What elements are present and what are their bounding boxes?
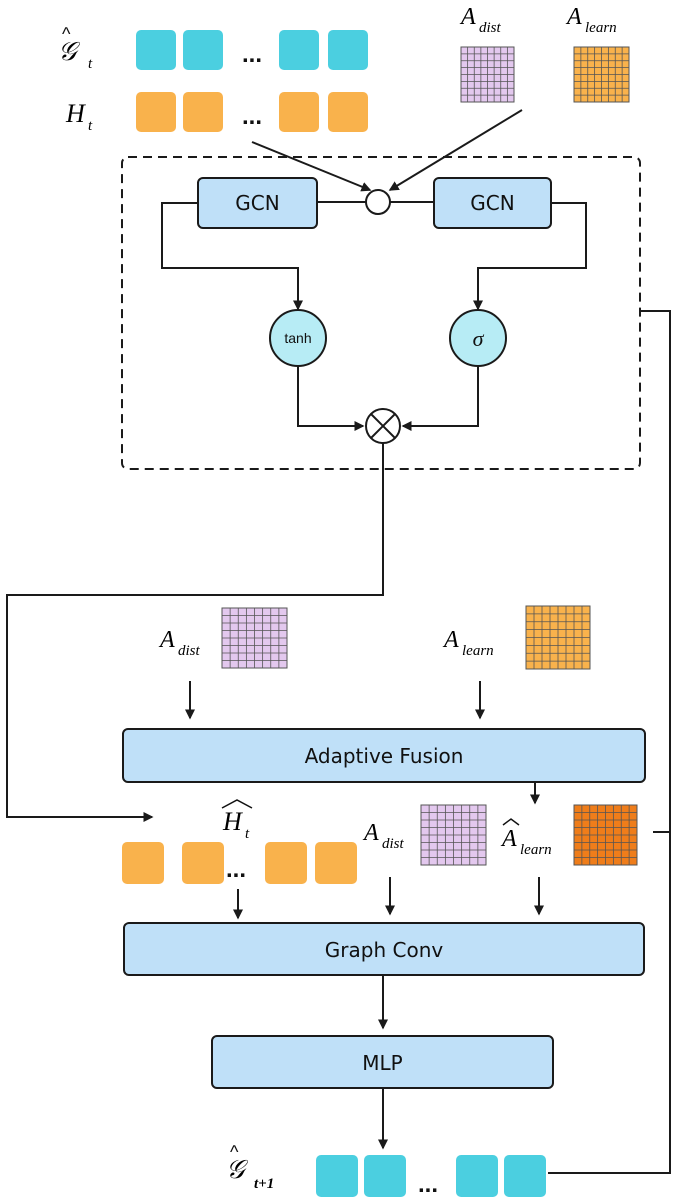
a-learn-hat-matrix <box>573 804 638 866</box>
graph-conv-label: Graph Conv <box>325 938 444 962</box>
h-cell <box>328 92 368 132</box>
h-to-merge-arrow <box>251 141 372 192</box>
a-dist-sub: dist <box>479 20 502 36</box>
output-g-sub: t+1 <box>254 1176 274 1192</box>
top-a-dist-matrix <box>460 46 515 103</box>
a-learn-base: A <box>565 4 582 30</box>
top-a-learn-label: A learn <box>565 4 617 36</box>
gated-gcn-block <box>121 156 641 470</box>
a-dist-base: A <box>158 627 175 653</box>
g-ellipsis: ... <box>242 41 262 68</box>
a-learn-sub: learn <box>585 20 617 36</box>
h-hat-cell <box>182 842 224 884</box>
a-learn-base: A <box>442 627 459 653</box>
a-learn-hat-base: A <box>500 826 517 852</box>
tanh-label: tanh <box>284 330 311 346</box>
output-g-accent: ^ <box>230 1142 239 1162</box>
mid-a-learn-matrix <box>525 605 591 670</box>
a-dist-sub: dist <box>178 643 201 659</box>
g-cell <box>279 30 319 70</box>
output-cell <box>364 1155 406 1197</box>
output-cell <box>456 1155 498 1197</box>
a-dist-base: A <box>362 820 379 846</box>
a-dist-base: A <box>459 4 476 30</box>
output-g-base: 𝒢 <box>226 1155 249 1184</box>
a-to-merge-arrow <box>388 109 523 191</box>
top-a-learn-matrix <box>573 46 630 103</box>
gcn-left-label: GCN <box>235 191 279 215</box>
output-sequence: ... <box>316 1155 546 1198</box>
output-cell <box>504 1155 546 1197</box>
h-hat-cell <box>265 842 307 884</box>
merge-node <box>365 189 391 215</box>
a-learn-hat-accent <box>502 818 520 826</box>
h-cell <box>279 92 319 132</box>
g-hat-t-sequence: ... <box>136 30 368 70</box>
a-learn-sub: learn <box>462 643 494 659</box>
output-cell <box>316 1155 358 1197</box>
h-base: H <box>65 99 86 128</box>
a-dist-sub: dist <box>382 836 405 852</box>
gate-output-to-h-hat-arrow <box>6 443 384 822</box>
mid-a-learn-label: A learn <box>442 627 494 659</box>
g-hat-t-label: 𝒢 t ^ <box>58 24 93 72</box>
h-hat-base: H <box>222 807 243 836</box>
h-ellipsis: ... <box>242 103 262 130</box>
g-cell <box>328 30 368 70</box>
h-t-sequence: ... <box>136 92 368 132</box>
feedback-line <box>548 310 671 1174</box>
gcn-left-to-tanh-arrow <box>161 202 303 311</box>
output-ellipsis: ... <box>418 1171 438 1198</box>
h-cell <box>183 92 223 132</box>
g-hat-sub: t <box>88 56 93 72</box>
h-hat-sub: t <box>245 826 250 842</box>
adaptive-fusion-box <box>122 728 646 783</box>
top-a-dist-label: A dist <box>459 4 502 36</box>
adaptive-fusion-label: Adaptive Fusion <box>305 744 464 768</box>
low-a-dist-label: A dist <box>362 820 405 852</box>
h-hat-cell <box>122 842 164 884</box>
tanh-to-mult-arrow <box>297 366 365 431</box>
mid-a-dist-matrix <box>221 607 288 669</box>
g-cell <box>183 30 223 70</box>
sigma-label: σ <box>473 326 485 351</box>
gcn-right-label: GCN <box>470 191 514 215</box>
multiply-node <box>365 408 401 444</box>
mlp-label: MLP <box>362 1051 402 1075</box>
g-cell <box>136 30 176 70</box>
h-hat-sequence: ... <box>122 842 357 884</box>
g-hat-base: 𝒢 <box>58 37 81 66</box>
a-learn-hat-label: A learn <box>500 818 552 858</box>
h-hat-ellipsis: ... <box>226 856 246 883</box>
h-hat-label: H t <box>221 799 253 842</box>
a-learn-hat-sub: learn <box>520 842 552 858</box>
g-hat-accent: ^ <box>62 24 71 44</box>
h-sub: t <box>88 118 93 134</box>
gcn-right-to-sigma-arrow <box>473 202 587 311</box>
low-a-dist-matrix <box>420 804 487 866</box>
output-label: 𝒢 t+1 ^ <box>226 1142 274 1192</box>
h-cell <box>136 92 176 132</box>
sigma-to-mult-arrow <box>401 366 479 431</box>
h-t-label: H t <box>65 99 93 134</box>
mid-a-dist-label: A dist <box>158 627 201 659</box>
h-hat-accent <box>221 799 253 809</box>
h-hat-cell <box>315 842 357 884</box>
